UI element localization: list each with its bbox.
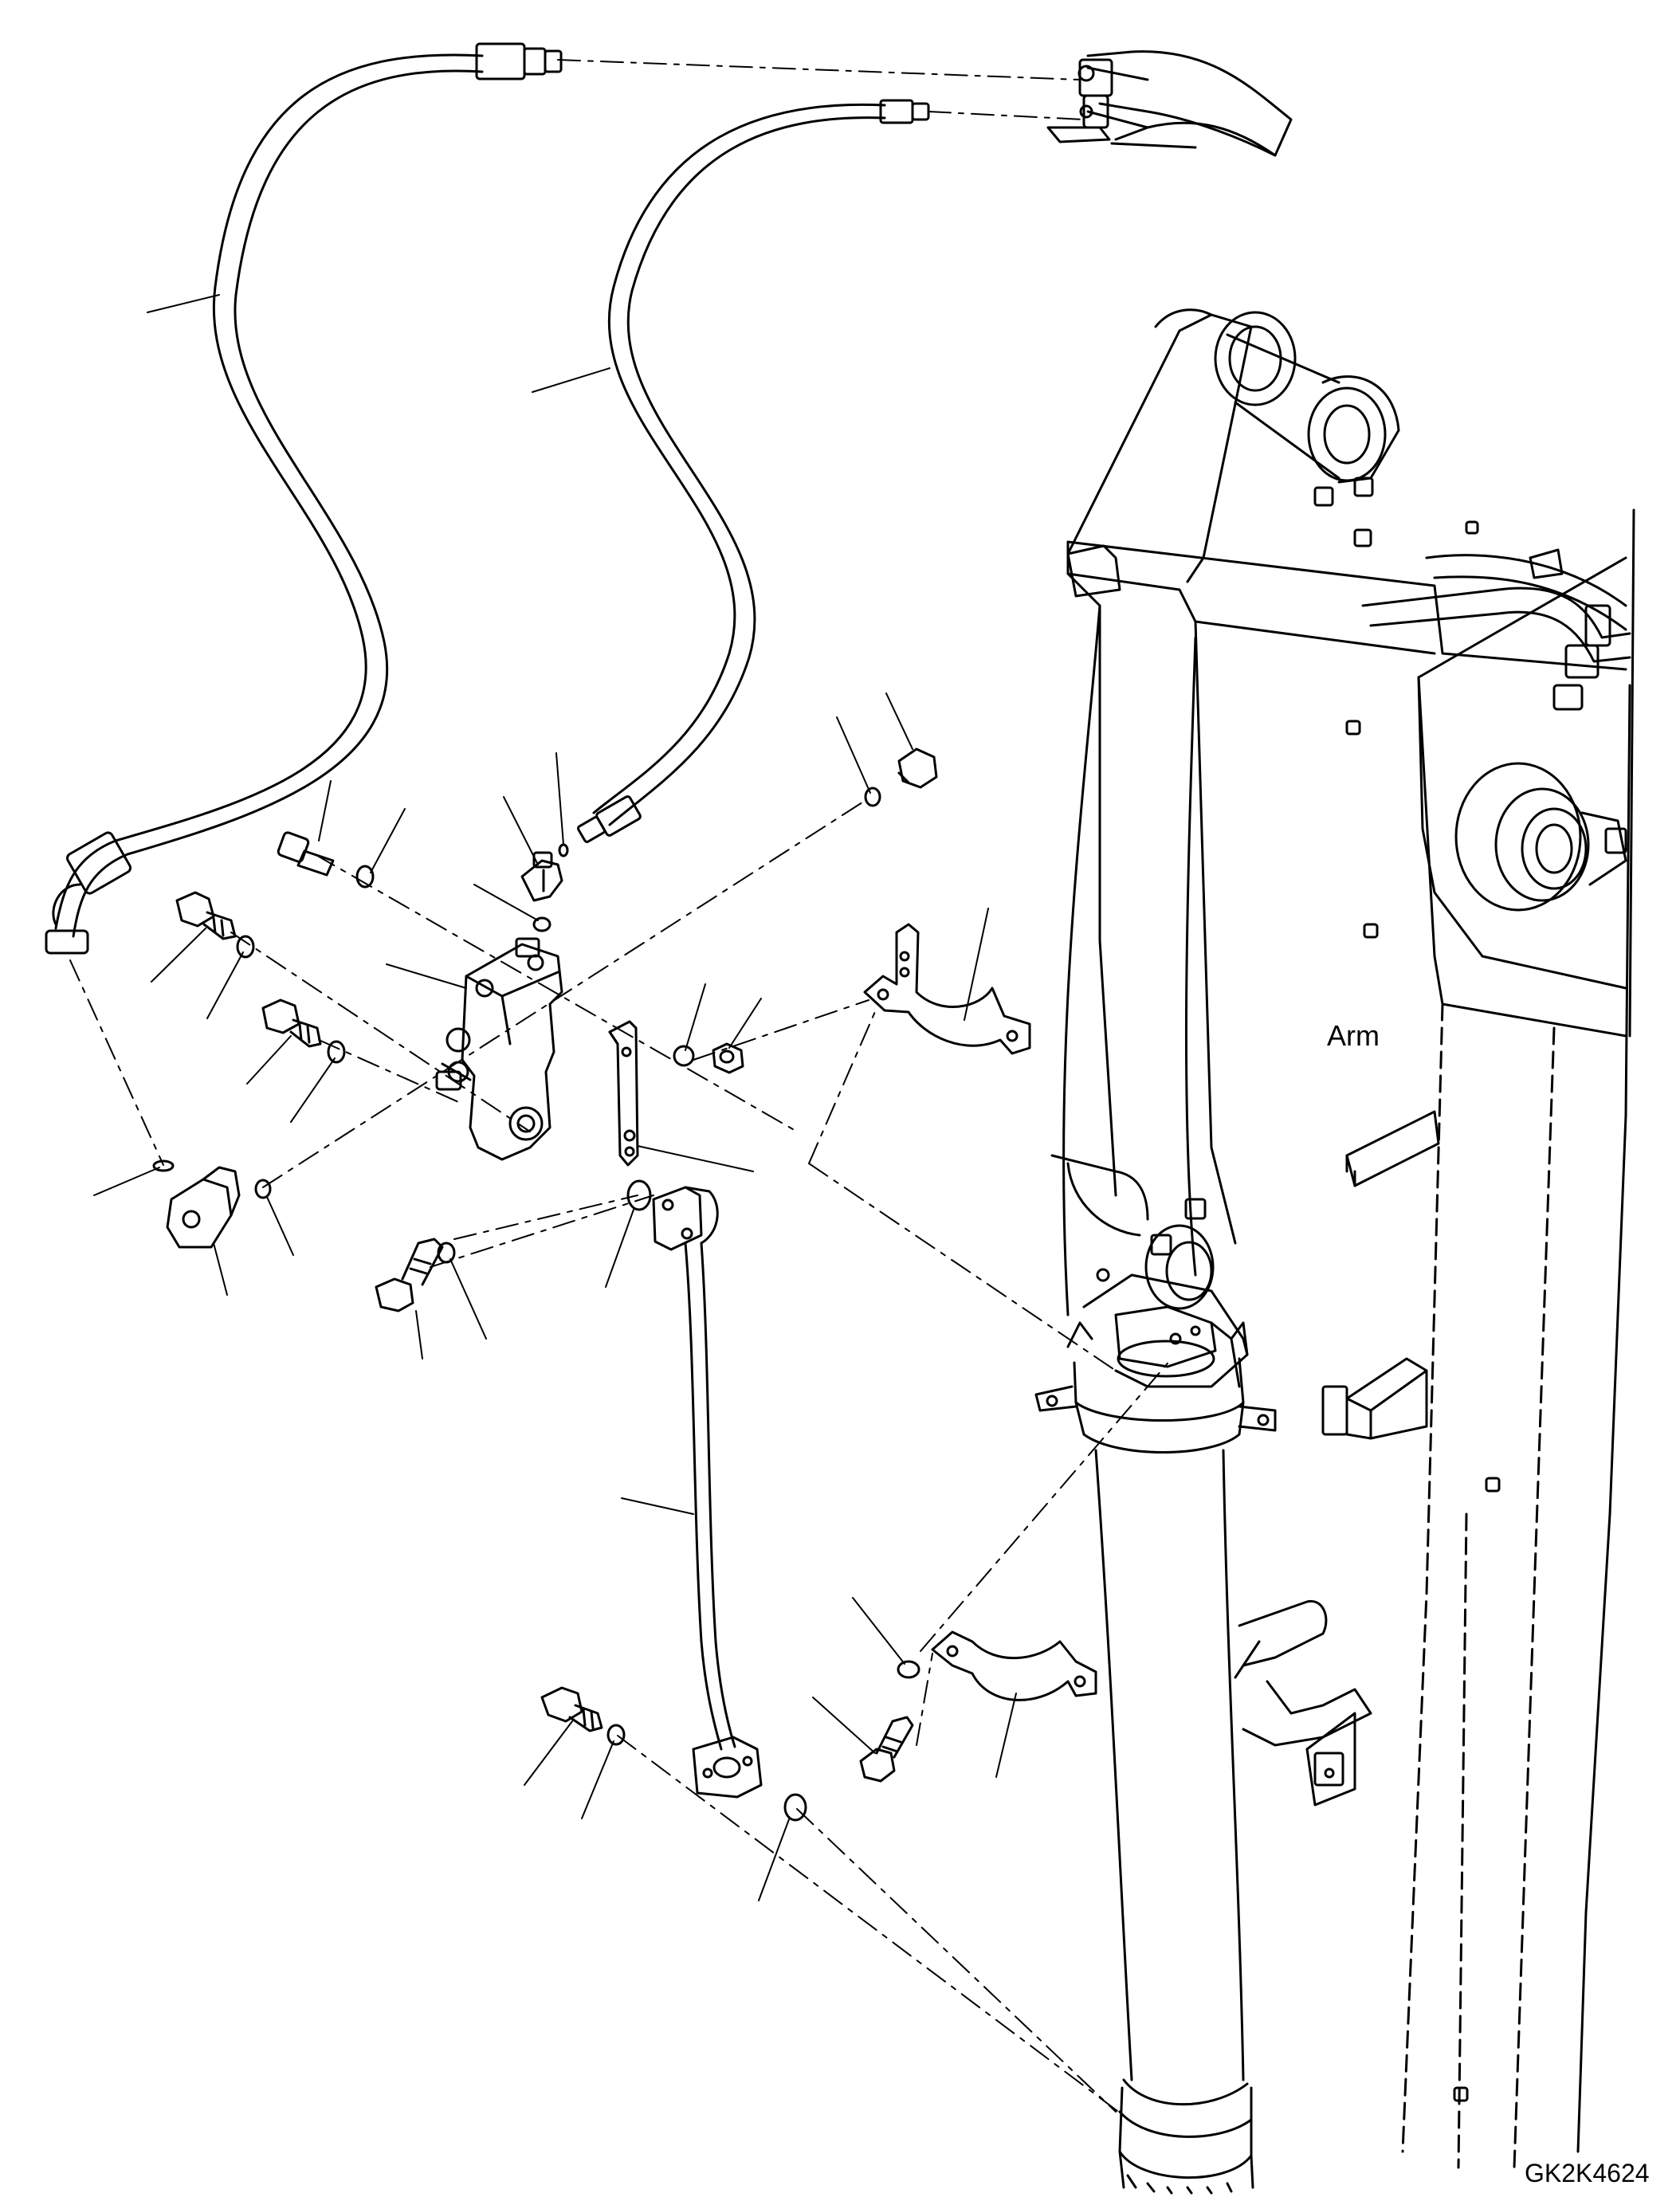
flange-tube bbox=[652, 1186, 763, 1799]
bolt-top bbox=[277, 831, 335, 877]
leader-o-ring-1 bbox=[555, 752, 564, 845]
plug-fitting bbox=[897, 747, 938, 789]
leader-bolt-middle-1 bbox=[151, 928, 206, 983]
leader-clamp-lower bbox=[995, 1693, 1017, 1778]
bolt-lower bbox=[375, 1238, 444, 1312]
bolt-middle-1 bbox=[175, 891, 237, 940]
bolt-bottom bbox=[540, 1686, 603, 1732]
o-ring-flange-top bbox=[626, 1179, 652, 1211]
leader-bolt-clamp-lower bbox=[812, 1697, 876, 1754]
leader-nut-bracket bbox=[728, 998, 762, 1049]
arm-structure bbox=[1062, 308, 1635, 2169]
leader-plug-fitting bbox=[885, 692, 913, 750]
washer-middle-1 bbox=[236, 935, 255, 959]
leader-flange-tube bbox=[621, 1497, 694, 1515]
elbow-fitting-upper bbox=[520, 851, 563, 902]
washer-clamp-lower bbox=[897, 1660, 920, 1679]
leader-washer-valve bbox=[473, 884, 539, 921]
second-hose bbox=[576, 99, 930, 843]
o-ring-flange-bottom bbox=[783, 1793, 807, 1822]
hydraulic-cylinder bbox=[1034, 1154, 1277, 2195]
leader-bracket-plate bbox=[637, 1145, 754, 1172]
washer-middle-2 bbox=[327, 1040, 346, 1064]
leader-o-ring-elbow-side bbox=[266, 1196, 294, 1256]
leader-long-hose bbox=[147, 294, 220, 313]
leader-second-hose bbox=[532, 367, 610, 393]
leader-elbow-lower bbox=[213, 1242, 228, 1296]
top-right-connection bbox=[1046, 50, 1293, 157]
washer-top bbox=[355, 865, 375, 889]
leader-washer-bottom bbox=[581, 1740, 614, 1819]
leader-washer-lower bbox=[449, 1258, 487, 1340]
o-ring-elbow-side bbox=[254, 1179, 272, 1199]
leader-o-ring-flange-bottom bbox=[758, 1818, 790, 1901]
elbow-fitting-lower bbox=[166, 1166, 241, 1249]
leader-washer-middle-1 bbox=[206, 951, 244, 1019]
leader-o-ring-lower-left bbox=[93, 1167, 160, 1196]
leader-washer-bracket bbox=[685, 983, 706, 1051]
leader-bolt-top bbox=[318, 780, 332, 842]
leader-o-ring-flange-top bbox=[605, 1209, 634, 1288]
clamp-lower bbox=[931, 1630, 1097, 1701]
leader-clamp-upper bbox=[964, 908, 989, 1021]
arm-label: Arm bbox=[1327, 1019, 1380, 1052]
leader-washer-clamp-lower bbox=[852, 1597, 905, 1665]
leader-elbow-fitting bbox=[503, 796, 539, 865]
drawing-number: GK2K4624 bbox=[1525, 2159, 1650, 2187]
washer-bottom bbox=[606, 1724, 626, 1746]
long-hose bbox=[45, 42, 563, 955]
bolt-middle-2 bbox=[261, 998, 322, 1048]
bracket-plate bbox=[608, 1020, 639, 1167]
clamp-upper bbox=[863, 923, 1031, 1055]
leader-valve-block bbox=[386, 963, 467, 989]
o-ring-plug bbox=[864, 787, 881, 807]
valve-block bbox=[435, 937, 563, 1161]
leader-washer-middle-2 bbox=[290, 1057, 336, 1123]
leader-bolt-bottom bbox=[524, 1720, 573, 1786]
small-o-ring-1 bbox=[558, 843, 569, 857]
washer-valve-top bbox=[532, 916, 551, 932]
nut-bracket bbox=[712, 1042, 744, 1074]
leader-bolt-lower bbox=[415, 1310, 423, 1359]
o-ring-lower-left bbox=[152, 1159, 175, 1172]
washer-bracket bbox=[673, 1045, 695, 1067]
leader-washer-top bbox=[370, 808, 406, 873]
leader-bolt-middle-2 bbox=[246, 1035, 292, 1085]
washer-lower bbox=[437, 1242, 456, 1264]
leader-o-ring-plug bbox=[836, 716, 871, 794]
dashed-connection-lines bbox=[69, 59, 1172, 2117]
bolt-clamp-lower bbox=[859, 1716, 914, 1783]
